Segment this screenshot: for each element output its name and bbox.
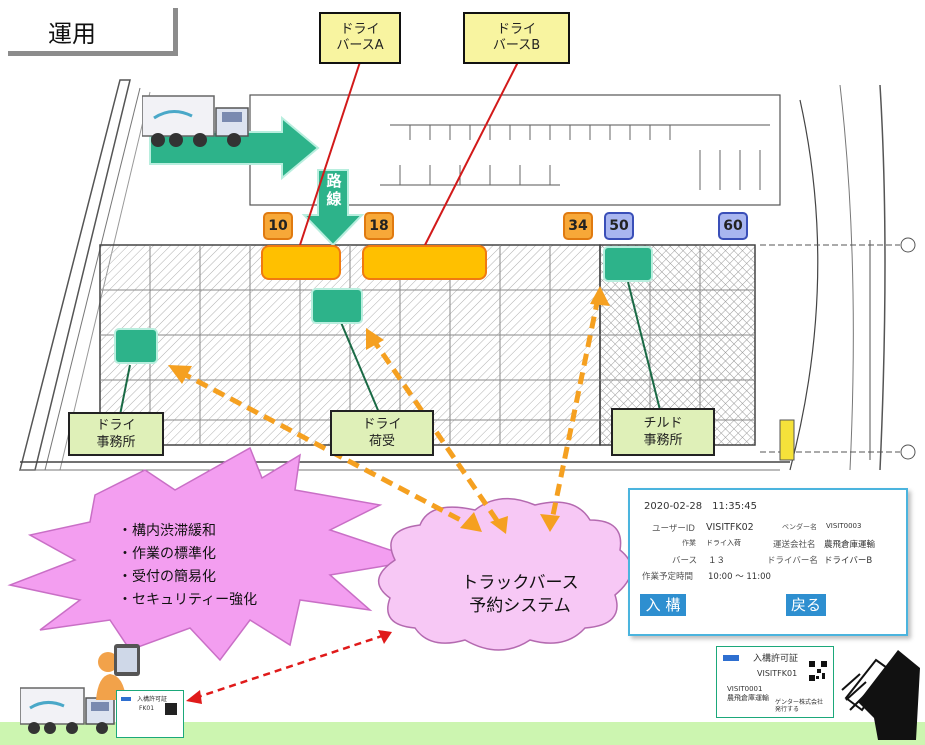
truck-icon xyxy=(141,95,249,147)
permit-line2: 農飛倉庫運輸 xyxy=(727,694,769,702)
qr-code-icon xyxy=(809,661,827,681)
dry-berth-a-block xyxy=(261,245,341,280)
berth-number-10: 10 xyxy=(263,212,293,240)
user-id-label: ユーザーID xyxy=(652,524,695,534)
carrier-label: 運送会社名 xyxy=(773,540,816,550)
dry-office-label-line2: 事務所 xyxy=(96,435,136,450)
berth-number-60: 60 xyxy=(718,212,748,240)
dry-receiving-label-line1: ドライ xyxy=(362,417,402,432)
dry-office-box xyxy=(114,328,158,364)
berth-value: １３ xyxy=(708,556,726,566)
system-name-line1: トラックバース xyxy=(461,573,579,593)
permit-small-title: 入構許可証 xyxy=(137,696,168,703)
benefit-item: ・構内渋滞緩和 xyxy=(118,523,216,539)
work-value: ドライ入荷 xyxy=(706,539,741,547)
permit-line1: VISIT0001 xyxy=(727,685,763,693)
page-title: 運用 xyxy=(48,20,96,48)
chilled-office-label-line2: 事務所 xyxy=(643,433,683,448)
user-id-value: VISITFK02 xyxy=(706,522,754,533)
berth-number-34: 34 xyxy=(563,212,593,240)
work-label: 作業 xyxy=(682,539,696,547)
title-tab: 運用 xyxy=(8,8,178,56)
vendor-value: VISIT0003 xyxy=(826,522,862,530)
chilled-dock-box xyxy=(603,246,653,282)
driver-value: ドライバーB xyxy=(824,556,873,566)
qr-code-small-icon xyxy=(165,703,177,715)
system-name: トラックバース 予約システム xyxy=(435,572,605,618)
permit-id: VISITFK01 xyxy=(757,669,798,678)
truck-top xyxy=(141,86,252,156)
berth-number-50: 50 xyxy=(604,212,634,240)
chilled-office-label: チルド 事務所 xyxy=(611,408,715,456)
permit-small-id: FK01 xyxy=(139,705,155,712)
panel-datetime: 2020-02-28 11:35:45 xyxy=(644,501,758,512)
entry-permit-small: 入構許可証 FK01 xyxy=(116,690,184,738)
time-label: 作業予定時間 xyxy=(642,572,694,582)
back-button[interactable]: 戻る xyxy=(786,594,826,616)
truck-bottom xyxy=(19,680,120,740)
permit-footer: ゲンター株式会社 発行する xyxy=(775,699,824,713)
dry-berth-b-label: ドライ バースB xyxy=(463,12,570,64)
barcode-scanner-icon xyxy=(841,650,920,740)
dry-receiving-label-line2: 荷受 xyxy=(368,434,395,449)
dry-receiving-label: ドライ 荷受 xyxy=(330,410,434,456)
dry-office-label: ドライ 事務所 xyxy=(68,412,164,456)
route-label: 路 線 xyxy=(326,172,342,208)
benefit-item: ・セキュリティー強化 xyxy=(118,592,258,608)
chilled-office-label-line1: チルド xyxy=(643,416,683,431)
berth-label: バース xyxy=(672,556,698,566)
benefit-item: ・受付の簡易化 xyxy=(118,569,216,585)
entry-permit-large: 入構許可証 VISITFK01 VISIT0001 農飛倉庫運輸 ゲンター株式会… xyxy=(716,646,834,718)
dry-berth-a-label: ドライ バースA xyxy=(319,12,401,64)
driver-label: ドライバー名 xyxy=(767,556,818,566)
benefit-item: ・作業の標準化 xyxy=(118,546,216,562)
receiving-box xyxy=(311,288,363,324)
enter-button[interactable]: 入 構 xyxy=(640,594,686,616)
benefits-list: ・構内渋滞緩和 ・作業の標準化 ・受付の簡易化 ・セキュリティー強化 xyxy=(118,520,257,612)
dry-berth-b-block xyxy=(362,245,487,280)
permit-title: 入構許可証 xyxy=(753,654,799,664)
dry-office-label-line1: ドライ xyxy=(96,418,136,433)
carrier-value: 農飛倉庫運輸 xyxy=(824,540,876,550)
time-value: 10:00 ～ 11:00 xyxy=(708,572,771,582)
permit-logo-icon xyxy=(723,655,739,661)
permit-small-logo-icon xyxy=(121,697,131,701)
truck-icon xyxy=(19,687,115,734)
berth-number-18: 18 xyxy=(364,212,394,240)
reservation-screen: 2020-02-28 11:35:45 ユーザーID VISITFK02 ベンダ… xyxy=(628,488,908,636)
system-name-line2: 予約システム xyxy=(469,596,571,616)
vendor-label: ベンダー名 xyxy=(782,523,817,531)
